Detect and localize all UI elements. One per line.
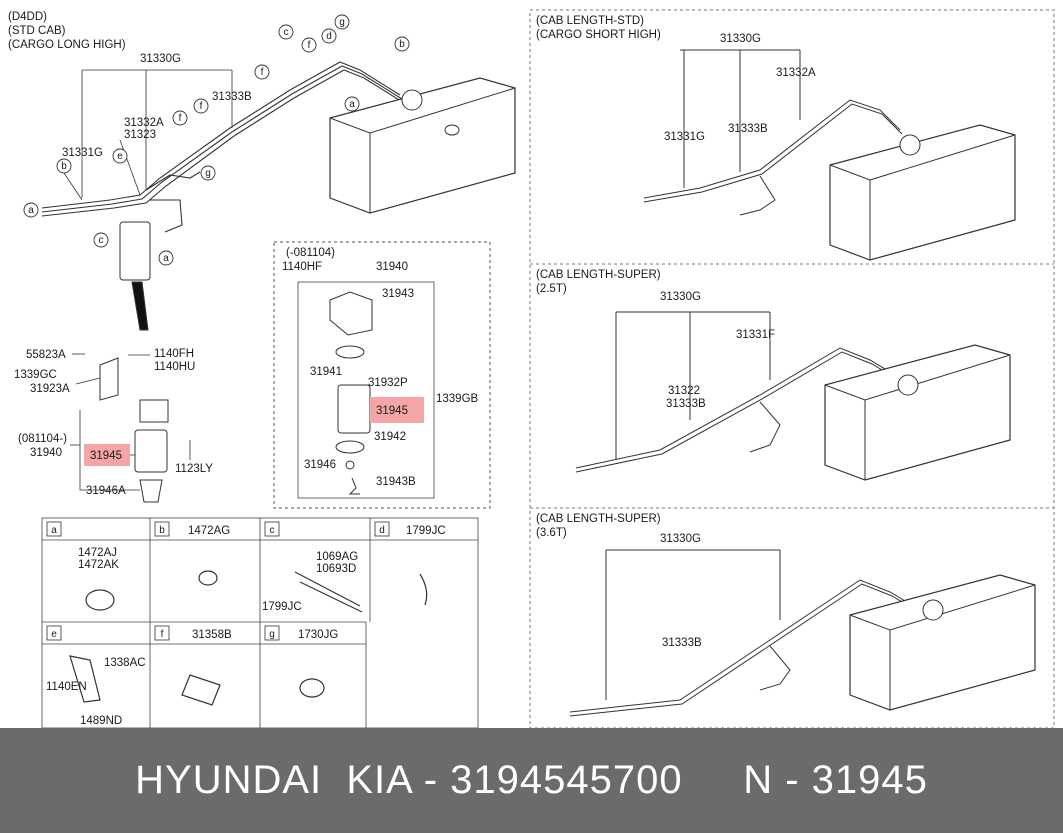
legend-part: 10693D [316, 563, 356, 575]
legend-part: 1489ND [80, 715, 122, 727]
part-label: 31331F [736, 329, 775, 341]
part-label: 1140HF [282, 261, 322, 273]
svg-text:g: g [339, 17, 345, 28]
legend-letter: f [161, 629, 164, 640]
part-label: 31333B [212, 91, 252, 103]
range-label: (-081104) [286, 247, 335, 259]
variant-line: (D4DD) [8, 11, 47, 23]
part-label: 31333B [728, 123, 768, 135]
legend-letter: c [270, 525, 275, 536]
fuel-line-parts-diagram: (D4DD) (STD CAB) (CARGO LONG HIGH) 31330… [8, 9, 1055, 728]
svg-text:e: e [117, 151, 123, 162]
legend-part: 1472AJ [78, 547, 117, 559]
part-label: 31941 [310, 366, 342, 378]
part-label: 31946 [304, 459, 336, 471]
part-label: 31332A [776, 67, 816, 79]
variant-line: (CAB LENGTH-SUPER) [536, 269, 661, 281]
svg-text:g: g [205, 168, 211, 179]
legend-head: 1799JC [406, 525, 446, 537]
part-label: 31330G [720, 33, 761, 45]
variant-line: (2.5T) [536, 283, 567, 295]
variant-line: (CARGO LONG HIGH) [8, 39, 126, 51]
legend-part: 1069AG [316, 551, 358, 563]
part-label: 31932P [368, 377, 408, 389]
part-label: 31330G [660, 533, 701, 545]
highlight-box [370, 397, 424, 423]
part-label: 31940 [376, 261, 408, 273]
highlight-box [84, 444, 130, 466]
legend-table: a b c d e f g 1472AG 1799JC 31358B 1730J… [41, 517, 479, 728]
inset-old-filter: (-081104) 1140HF 31940 31943 31941 31932… [273, 241, 491, 509]
legend-letter: a [51, 525, 57, 536]
legend-part: 1140EN [46, 681, 87, 693]
right-panels: (CAB LENGTH-STD) (CARGO SHORT HIGH) 3133… [529, 9, 1055, 728]
svg-text:a: a [163, 253, 169, 264]
part-label: 1140FH [154, 348, 194, 360]
part-label: 31940 [30, 447, 62, 459]
svg-text:b: b [61, 161, 67, 172]
part-label: 31923A [30, 383, 70, 395]
part-label: 31333B [662, 637, 702, 649]
svg-text:b: b [399, 39, 405, 50]
part-label: 31332A [124, 117, 164, 129]
part-label: 55823A [26, 349, 66, 361]
legend-letter: d [379, 525, 385, 536]
part-label: 31943 [382, 288, 414, 300]
svg-text:a: a [349, 99, 355, 110]
svg-text:d: d [326, 31, 332, 42]
svg-text:a: a [28, 205, 34, 216]
legend-letter: b [159, 525, 165, 536]
legend-letter: g [269, 629, 275, 640]
part-label: 31943B [376, 476, 416, 488]
legend-part: 1472AK [78, 559, 119, 571]
part-label: 31323 [124, 129, 156, 141]
part-label: 31942 [374, 431, 406, 443]
variant-line: (CARGO SHORT HIGH) [536, 29, 661, 41]
variant-line: (STD CAB) [8, 25, 66, 37]
part-label-highlighted: 31945 [90, 450, 122, 462]
legend-head: 31358B [192, 629, 232, 641]
part-label: 1123LY [175, 463, 213, 475]
legend-letter: e [51, 629, 57, 640]
filter-assembly: 55823A 1140FH 1140HU 1339GC 31923A (0811… [14, 348, 213, 503]
variant-line: (CAB LENGTH-SUPER) [536, 513, 661, 525]
svg-text:f: f [261, 67, 264, 78]
legend-head: 1730JG [298, 629, 338, 641]
banner-text: HYUNDAI KIA - 3194545700 N - 31945 [135, 758, 928, 802]
svg-text:f: f [179, 113, 182, 124]
variant-line: (3.6T) [536, 527, 567, 539]
part-number-banner: HYUNDAI KIA - 3194545700 N - 31945 [0, 728, 1063, 833]
part-label: 31331G [62, 147, 103, 159]
legend-head: 1472AG [188, 525, 230, 537]
svg-text:f: f [200, 101, 203, 112]
legend-part: 1799JC [262, 601, 302, 613]
svg-text:c: c [284, 27, 289, 38]
legend-part: 1338AC [104, 657, 146, 669]
variant-line: (CAB LENGTH-STD) [536, 15, 644, 27]
part-label: 31322 [668, 385, 700, 397]
part-label: 31946A [86, 485, 126, 497]
svg-text:c: c [99, 235, 104, 246]
part-label: 1140HU [154, 361, 195, 373]
part-label: 1339GC [14, 369, 57, 381]
svg-text:f: f [308, 40, 311, 51]
top-left-assembly: (D4DD) (STD CAB) (CARGO LONG HIGH) 31330… [8, 11, 516, 331]
part-label: 31330G [660, 291, 701, 303]
part-label: 31333B [666, 398, 706, 410]
part-label: 31330G [140, 53, 181, 65]
part-label: 1339GB [436, 393, 479, 405]
part-label: (081104-) [18, 433, 67, 445]
part-label-highlighted: 31945 [376, 405, 408, 417]
